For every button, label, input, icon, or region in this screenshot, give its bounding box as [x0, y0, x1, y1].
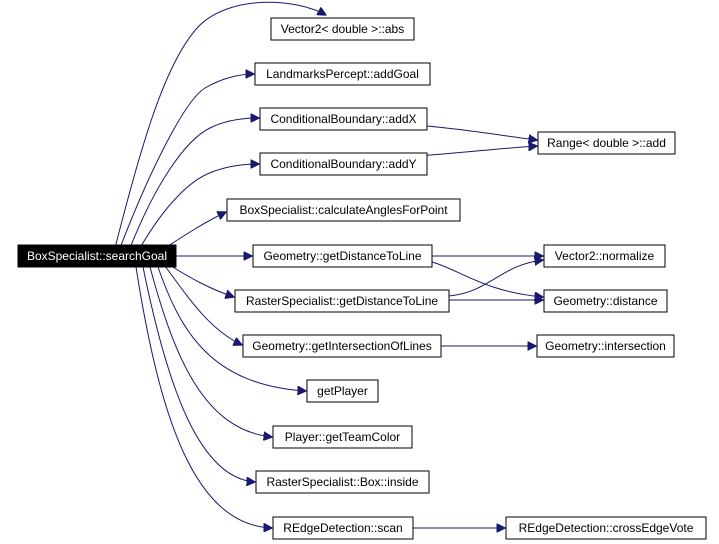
edge-root-rasterDistLine	[167, 263, 234, 297]
node-geometry-intersection[interactable]: Geometry::intersection	[536, 334, 675, 358]
edge-root-abs	[114, 1, 326, 249]
edge-root-addX	[129, 118, 259, 249]
node-label: REdgeDetection::crossEdgeVote	[519, 521, 694, 535]
node-label: ConditionalBoundary::addY	[270, 157, 416, 171]
node-label: Geometry::intersection	[545, 339, 666, 353]
node-player-team-color[interactable]: Player::getTeamColor	[272, 425, 413, 449]
node-label: RasterSpecialist::getDistanceToLine	[246, 294, 438, 308]
node-get-player[interactable]: getPlayer	[306, 379, 379, 403]
edge-root-addY	[139, 164, 259, 249]
node-label: LandmarksPercept::addGoal	[266, 67, 419, 81]
edge-root-geoIntersectLines	[164, 265, 242, 345]
node-conditional-add-y[interactable]: ConditionalBoundary::addY	[259, 152, 428, 176]
edge-geoDistLine-distance	[431, 261, 543, 297]
edge-root-addGoal	[119, 74, 254, 249]
node-conditional-add-x[interactable]: ConditionalBoundary::addX	[259, 107, 428, 131]
node-label: Vector2< double >::abs	[281, 22, 404, 36]
node-calculate-angles[interactable]: BoxSpecialist::calculateAnglesForPoint	[226, 198, 461, 222]
node-landmarks-add-goal[interactable]: LandmarksPercept::addGoal	[254, 62, 431, 86]
node-label: Range< double >::add	[547, 136, 666, 150]
node-geometry-distance-to-line[interactable]: Geometry::getDistanceToLine	[252, 244, 433, 268]
edge-rasterDistLine-normalize	[448, 260, 543, 297]
edge-root-edgeScan	[135, 266, 272, 528]
node-search-goal[interactable]: BoxSpecialist::searchGoal	[17, 244, 177, 268]
edge-root-getTeamColor	[149, 266, 272, 437]
nodes: BoxSpecialist::searchGoal Vector2< doubl…	[17, 17, 707, 540]
edge-addX-rangeAdd	[426, 125, 537, 140]
node-geometry-intersection-of-lines[interactable]: Geometry::getIntersectionOfLines	[242, 334, 442, 358]
node-label: Geometry::getIntersectionOfLines	[252, 339, 431, 353]
node-raster-distance-to-line[interactable]: RasterSpecialist::getDistanceToLine	[234, 289, 450, 313]
node-label: getPlayer	[317, 384, 368, 398]
edge-root-calcAngles	[164, 212, 226, 249]
node-label: RasterSpecialist::Box::inside	[266, 475, 418, 489]
node-range-add[interactable]: Range< double >::add	[537, 131, 676, 155]
node-cross-edge-vote[interactable]: REdgeDetection::crossEdgeVote	[505, 516, 707, 540]
node-label: ConditionalBoundary::addX	[270, 112, 416, 126]
node-label: Vector2::normalize	[555, 249, 655, 263]
edge-root-boxInside	[142, 266, 255, 482]
edge-addY-rangeAdd	[418, 146, 537, 157]
edge-root-getPlayer	[157, 266, 306, 391]
node-label: Geometry::distance	[553, 294, 657, 308]
node-label: REdgeDetection::scan	[283, 521, 402, 535]
edges	[114, 1, 543, 528]
node-geometry-distance[interactable]: Geometry::distance	[543, 289, 668, 313]
node-edge-detection-scan[interactable]: REdgeDetection::scan	[272, 516, 414, 540]
node-label: BoxSpecialist::searchGoal	[27, 249, 167, 263]
node-vector2-normalize[interactable]: Vector2::normalize	[543, 244, 666, 268]
node-vector2-abs[interactable]: Vector2< double >::abs	[270, 17, 415, 41]
node-label: Player::getTeamColor	[285, 430, 400, 444]
node-label: BoxSpecialist::calculateAnglesForPoint	[239, 203, 448, 217]
node-label: Geometry::getDistanceToLine	[263, 249, 421, 263]
node-raster-box-inside[interactable]: RasterSpecialist::Box::inside	[255, 470, 430, 494]
